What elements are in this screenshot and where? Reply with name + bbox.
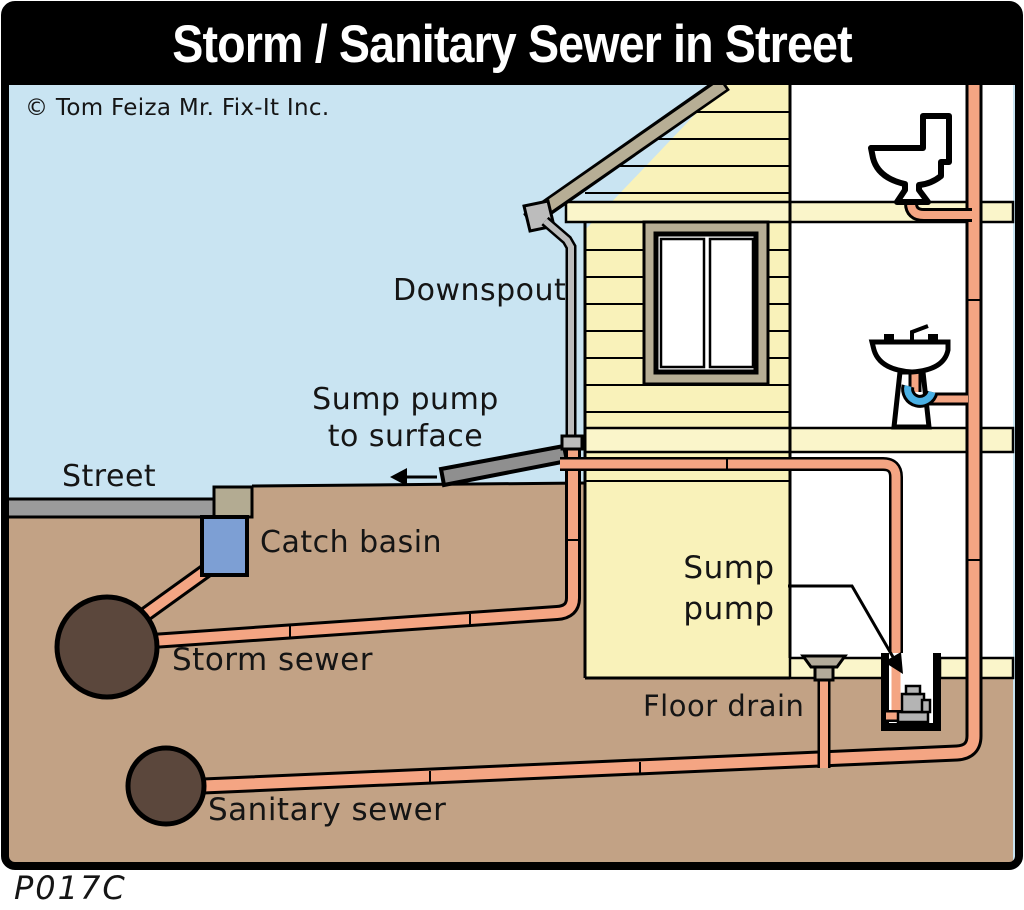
floor-drain-fixture — [800, 654, 848, 669]
storm-line — [151, 444, 578, 646]
label-sump-pump: Sump pump — [668, 548, 790, 630]
sump-discharge-pipe — [560, 459, 901, 712]
foundation-wall — [585, 452, 790, 678]
grade-line — [251, 481, 586, 488]
label-street: Street — [62, 459, 157, 494]
title-band — [8, 8, 1016, 85]
copyright-text: © Tom Feiza Mr. Fix-It Inc. — [25, 95, 330, 121]
sump-pump-leader — [788, 584, 895, 658]
label-sanitary-sewer: Sanitary sewer — [208, 792, 447, 828]
label-floor-drain: Floor drain — [643, 689, 805, 723]
sump-pump-base — [896, 710, 930, 724]
sump-pump-arrow-head — [884, 652, 903, 674]
label-sump-pump-line2: pump — [683, 591, 775, 627]
sump-pump-motor — [904, 684, 922, 696]
downspout-pipe — [543, 218, 574, 441]
roof-fascia — [526, 80, 727, 224]
p-trap — [904, 385, 936, 405]
storm-sewer-main — [54, 594, 160, 700]
diagram-border — [1, 1, 1023, 870]
downspout-boot — [560, 434, 584, 451]
label-catch-basin: Catch basin — [260, 525, 443, 560]
diagram-title: Storm / Sanitary Sewer in Street — [172, 15, 852, 74]
catch-basin — [200, 515, 249, 577]
surface-arrow-head — [390, 468, 407, 486]
window-pane-right — [708, 237, 755, 369]
sump-pump-body — [900, 692, 926, 714]
sink-bowl — [868, 339, 951, 375]
floor-drain-stem — [813, 665, 835, 682]
faucet-handle-left — [884, 334, 894, 342]
diagram-code: P017C — [14, 869, 127, 907]
label-sump-pump-to-surface-line2: to surface — [327, 419, 484, 454]
label-sump-pump-line1: Sump — [683, 550, 775, 586]
sanitary-sewer-main — [125, 745, 207, 827]
street-surface — [8, 497, 216, 519]
curb — [212, 485, 254, 519]
label-downspout: Downspout — [393, 273, 567, 308]
toilet — [868, 113, 952, 205]
sanitary-stack — [202, 80, 980, 792]
faucet-handle-right — [928, 334, 938, 342]
window-pane-left — [659, 237, 706, 369]
label-storm-sewer: Storm sewer — [172, 642, 373, 678]
sump-pump-outlet — [920, 698, 932, 714]
first-floor — [583, 426, 1015, 454]
label-sump-pump-to-surface-line1: Sump pump — [312, 382, 499, 417]
faucet — [910, 324, 929, 342]
